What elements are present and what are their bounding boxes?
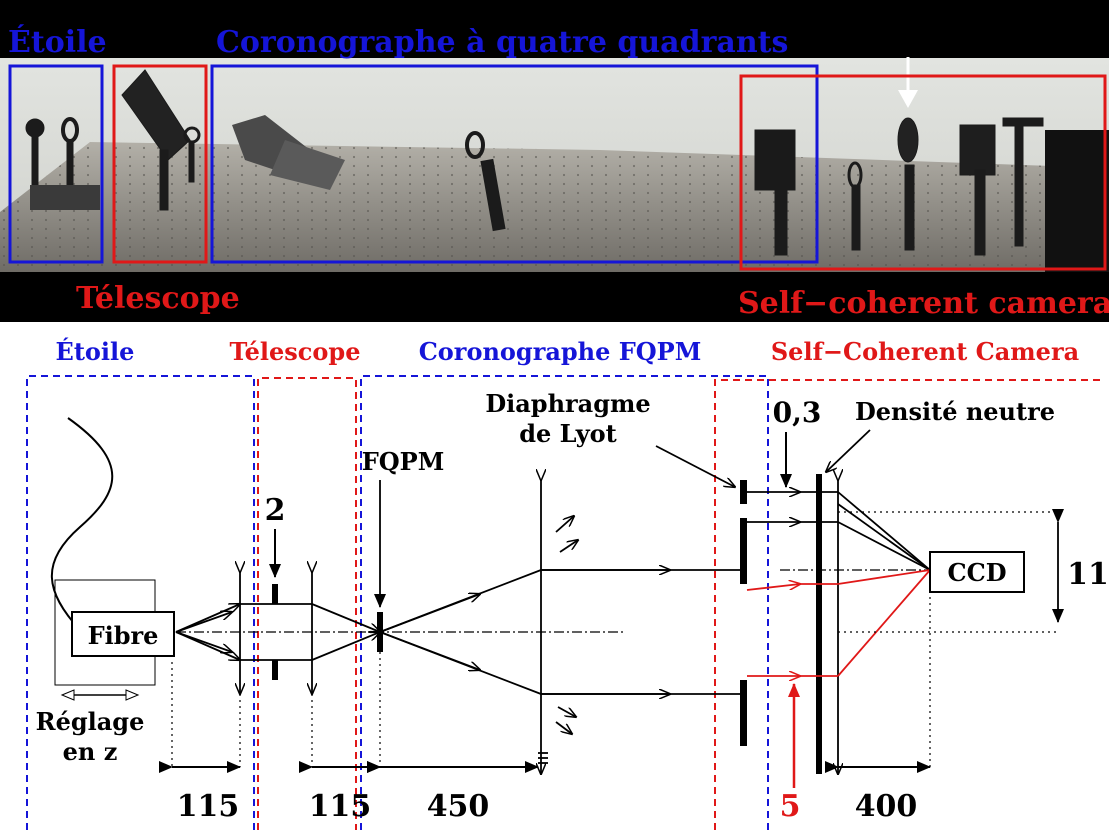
telescope-box — [112, 64, 208, 264]
stop-top — [272, 584, 278, 604]
star-region — [26, 375, 255, 830]
neutral-density-filter — [816, 474, 822, 774]
ccd-box — [929, 551, 1025, 593]
stop-bottom — [272, 660, 278, 680]
z-adjust-label-1: Réglage — [36, 707, 145, 736]
beam-sep-label: 11 — [1067, 557, 1109, 592]
lyot-top — [740, 480, 747, 504]
lyot-middle — [740, 518, 747, 584]
lyot-label-1: Diaphragme — [485, 389, 650, 418]
neutral-density-label: Densité neutre — [855, 397, 1055, 426]
fibre-label: Fibre — [88, 621, 159, 650]
z-adjust-label-2: en z — [63, 737, 118, 766]
ref-hole-label: 0,3 — [773, 396, 822, 429]
header-star: Étoile — [56, 337, 135, 366]
stop-size-label: 2 — [265, 493, 286, 528]
bench-photo: Étoile Coronographe à quatre quadrants T… — [0, 0, 1109, 322]
lyot-bottom — [740, 680, 747, 746]
dist-label-2: 115 — [309, 789, 372, 824]
photo-label-scc: Self−coherent camera — [738, 286, 1109, 321]
scc-region — [714, 379, 1105, 830]
header-coronagraph: Coronographe FQPM — [419, 337, 702, 366]
fibre-cable — [50, 417, 114, 631]
photo-label-star: Étoile — [8, 24, 107, 60]
ref-size-label: 5 — [780, 789, 801, 824]
lyot-label-2: de Lyot — [519, 419, 616, 448]
photo-label-telescope: Télescope — [76, 281, 240, 316]
header-scc: Self−Coherent Camera — [771, 337, 1079, 366]
ccd-label: CCD — [947, 558, 1006, 587]
dist-label-1: 115 — [177, 789, 240, 824]
optical-schematic: Étoile Télescope Coronographe FQPM Self−… — [26, 337, 1109, 830]
optical-mounts — [25, 69, 1109, 272]
photo-label-coronagraph: Coronographe à quatre quadrants — [216, 25, 788, 60]
dist-label-3: 450 — [427, 789, 490, 824]
coronagraph-box — [210, 64, 819, 264]
arrow-down-icon — [898, 90, 918, 108]
fibre-box — [71, 611, 175, 657]
header-telescope: Télescope — [230, 337, 361, 366]
fqpm-label: FQPM — [362, 447, 445, 476]
scc-box — [739, 74, 1107, 271]
star-box — [8, 64, 104, 264]
dist-label-4: 400 — [855, 789, 918, 824]
